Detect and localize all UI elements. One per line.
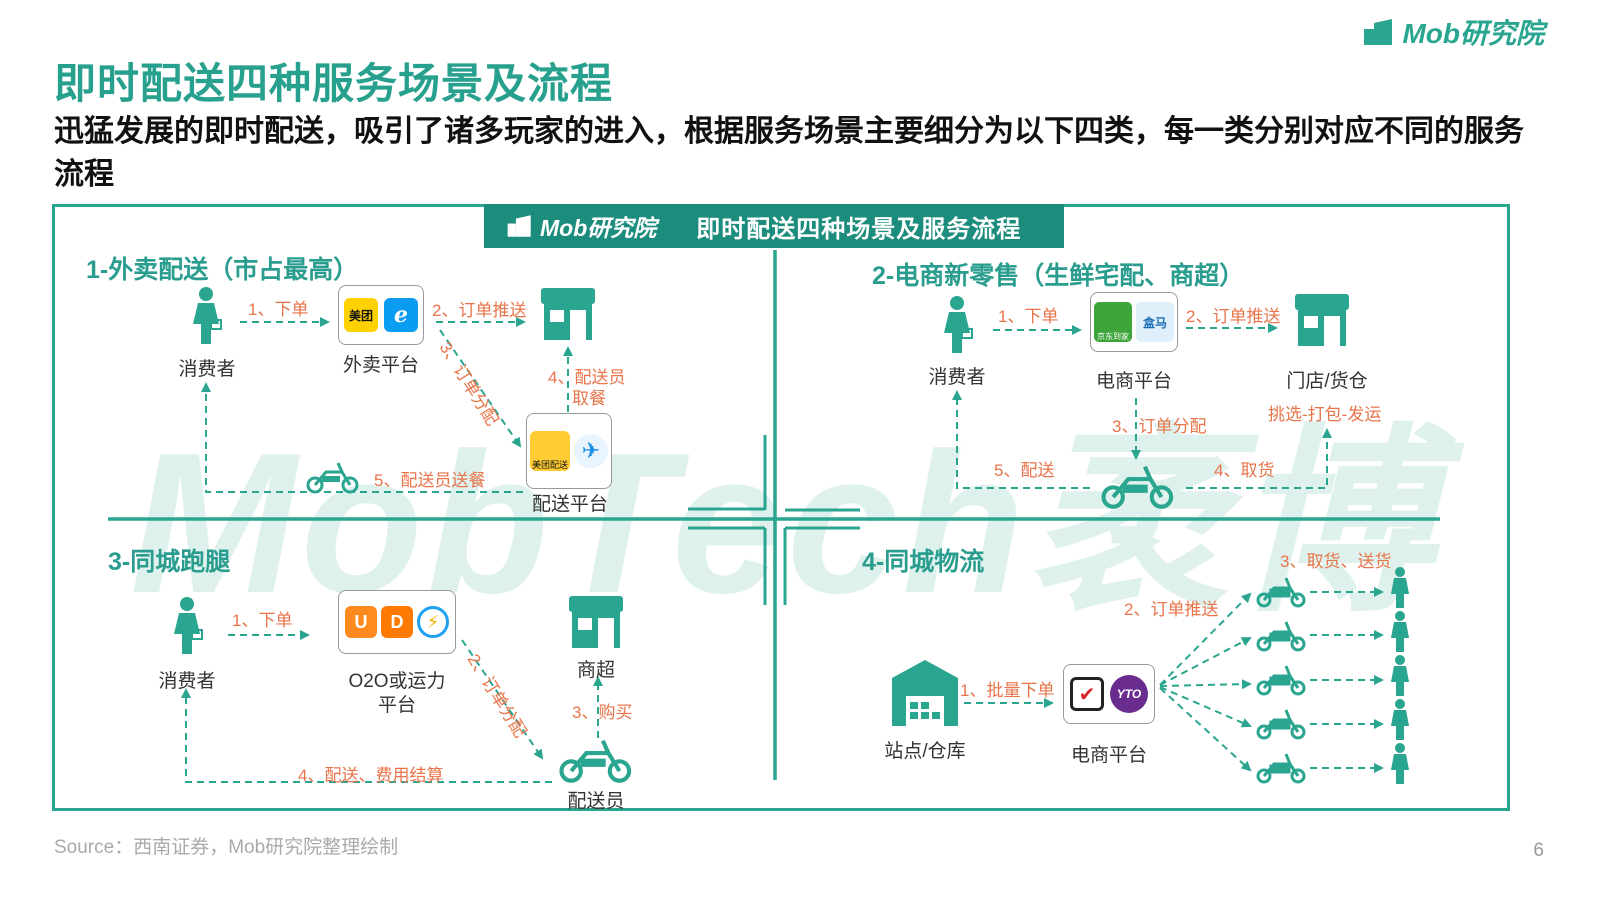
supermarket-icon	[569, 596, 623, 648]
quadrant-dividers	[108, 250, 1440, 780]
banner-title: 即时配送四种场景及服务流程	[696, 215, 1022, 243]
q2-title: 2-电商新零售（生鲜宅配、商超）	[872, 262, 1245, 290]
q1-step4a: 4、配送员	[548, 368, 626, 387]
q2-platform-apps: 京东到家 盒马	[1090, 292, 1178, 352]
q3-title: 3-同城跑腿	[108, 548, 231, 576]
q2-consumer-label: 消费者	[928, 367, 986, 388]
q1-step4b: 取餐	[572, 389, 606, 408]
scooter-icon	[306, 462, 359, 494]
scooter-icon	[559, 739, 632, 783]
consumer-icon	[193, 287, 222, 344]
brand-logo: Mob研究院	[1362, 12, 1544, 52]
q2-step4: 4、取货	[1214, 461, 1275, 480]
q3-consumer-label: 消费者	[158, 671, 216, 692]
banner-logo-text: Mob研究院	[540, 215, 657, 241]
consumer-icon	[1391, 567, 1409, 784]
q3-courier-label: 配送员	[567, 791, 625, 812]
scooter-icon	[1101, 465, 1174, 509]
q3-step1: 1、下单	[232, 611, 293, 630]
mob-logo-icon	[1364, 19, 1393, 45]
dianwoda-icon: D	[381, 606, 413, 638]
fengniao-icon: ✈	[574, 434, 608, 468]
q4-step2: 2、订单推送	[1124, 600, 1219, 619]
source-note: Source：西南证券，Mob研究院整理绘制	[54, 837, 399, 858]
page-number: 6	[1533, 840, 1544, 861]
scooter-icon	[1256, 577, 1306, 784]
page-subtitle: 迅猛发展的即时配送，吸引了诸多玩家的进入，根据服务场景主要细分为以下四类，每一类…	[54, 115, 1524, 191]
check-logo-icon: ✔	[1070, 677, 1104, 711]
q1-delivery-platform-label: 配送平台	[531, 494, 608, 515]
q1-platform-label: 外卖平台	[342, 355, 419, 376]
q4-step1: 1、批量下单	[960, 681, 1055, 700]
hema-icon: 盒马	[1136, 302, 1174, 342]
q4-title: 4-同城物流	[862, 548, 985, 576]
page-title: 即时配送四种服务场景及流程	[54, 60, 614, 107]
q4-step3: 3、取货、送货	[1280, 552, 1392, 571]
q1-step5: 5、配送员送餐	[374, 471, 486, 490]
warehouse-icon	[892, 660, 958, 726]
q2-platform-label: 电商平台	[1095, 371, 1172, 392]
q2-step2: 2、订单推送	[1186, 307, 1281, 326]
consumer-icon	[944, 296, 973, 353]
q4-platform-apps: ✔ YTO	[1063, 664, 1155, 724]
brand-name: Mob研究院	[1402, 18, 1544, 49]
q1-title: 1-外卖配送（市占最高）	[86, 256, 359, 284]
jd-daojia-icon: 京东到家	[1094, 302, 1132, 342]
store-icon	[541, 288, 595, 340]
q3-platform-label-2: 平台	[377, 695, 416, 716]
q4-warehouse-label: 站点/仓库	[884, 741, 966, 762]
q2-step1: 1、下单	[998, 307, 1059, 326]
q3-step3: 3、购买	[572, 703, 633, 722]
mob-logo-icon	[507, 215, 531, 237]
q4-courier-column	[1254, 570, 1310, 795]
warehouse-store-icon	[1295, 294, 1349, 346]
q1-delivery-apps: 美团配送 ✈	[526, 413, 612, 489]
consumer-icon	[174, 597, 203, 654]
eleme-icon: ℯ	[384, 298, 418, 332]
q3-platform-apps: U D ⚡	[338, 590, 456, 654]
uu-paotui-icon: U	[345, 606, 377, 638]
q3-store-label: 商超	[576, 660, 615, 681]
q2-step3: 3、订单分配	[1112, 417, 1207, 436]
q4-platform-label: 电商平台	[1070, 745, 1147, 766]
q1-platform-apps: 美团 ℯ	[338, 285, 424, 345]
q1-step1: 1、下单	[248, 300, 309, 319]
q3-step4: 4、配送、费用结算	[298, 766, 444, 785]
shansong-icon: ⚡	[417, 606, 449, 638]
q3-platform-label-1: O2O或运力	[348, 671, 446, 692]
q2-step5: 5、配送	[994, 461, 1055, 480]
meituan-delivery-icon: 美团配送	[530, 431, 570, 471]
diagram-banner: Mob研究院 即时配送四种场景及服务流程	[484, 204, 1064, 248]
meituan-icon: 美团	[344, 298, 378, 332]
q2-store-note: 挑选-打包-发运	[1268, 405, 1382, 424]
q2-store-label: 门店/货仓	[1286, 371, 1368, 392]
yto-logo-icon: YTO	[1110, 675, 1148, 713]
q1-consumer-label: 消费者	[178, 359, 236, 380]
q4-consumer-column	[1388, 566, 1412, 795]
q1-step2: 2、订单推送	[432, 301, 527, 320]
banner-logo: Mob研究院	[506, 209, 656, 243]
